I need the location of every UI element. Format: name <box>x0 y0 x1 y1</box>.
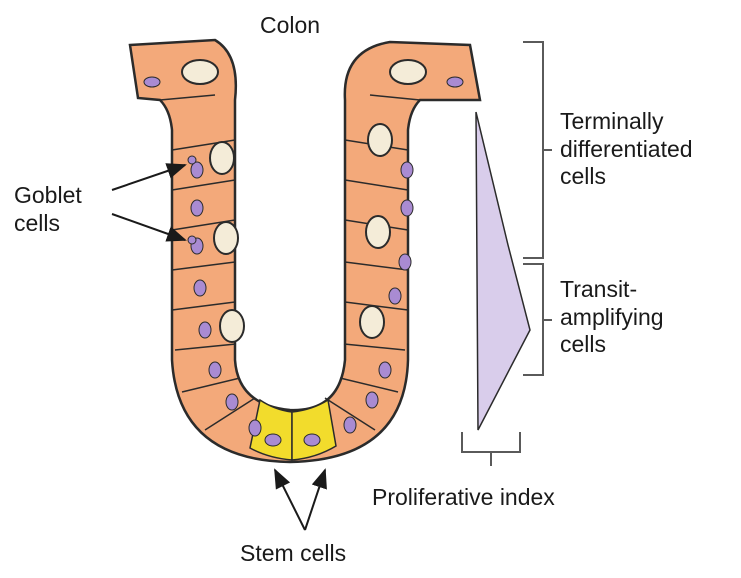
stem-arrow <box>275 470 305 530</box>
stem-cells-label: Stem cells <box>240 540 346 568</box>
stem-arrow <box>305 470 325 530</box>
goblet-cells-label: Goblet cells <box>14 182 82 237</box>
crypt-epithelium <box>130 40 480 462</box>
terminal-bracket <box>523 42 552 258</box>
colon-title: Colon <box>260 12 320 40</box>
terminally-differentiated-label: Terminally differentiated cells <box>560 108 693 191</box>
proliferative-index-shape <box>476 112 530 430</box>
proliferative-bracket <box>462 432 520 466</box>
proliferative-index-label: Proliferative index <box>372 484 555 512</box>
transit-amplifying-label: Transit- amplifying cells <box>560 276 664 359</box>
